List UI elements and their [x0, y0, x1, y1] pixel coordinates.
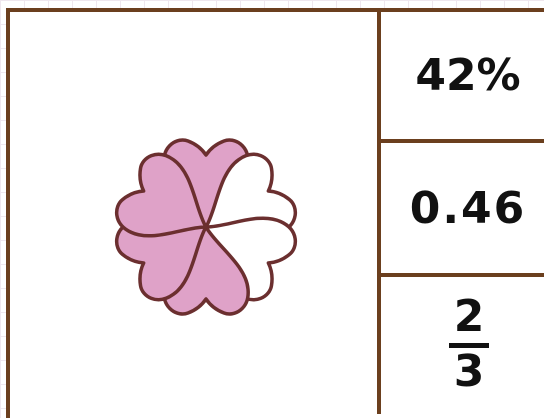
choice-fraction-card[interactable]: 2 3: [381, 277, 544, 417]
choice-decimal-label: 0.46: [410, 183, 527, 234]
choice-percent-label: 42%: [415, 50, 520, 101]
fraction-numerator: 2: [454, 295, 485, 339]
choice-fraction: 2 3: [449, 295, 489, 394]
flower-icon: [86, 107, 326, 347]
flower-cell: [10, 12, 381, 414]
game-board: 42% 0.46 2 3: [6, 8, 544, 418]
choice-percent-card[interactable]: 42%: [381, 12, 544, 143]
fraction-denominator: 3: [454, 350, 485, 394]
choice-decimal-card[interactable]: 0.46: [381, 143, 544, 277]
